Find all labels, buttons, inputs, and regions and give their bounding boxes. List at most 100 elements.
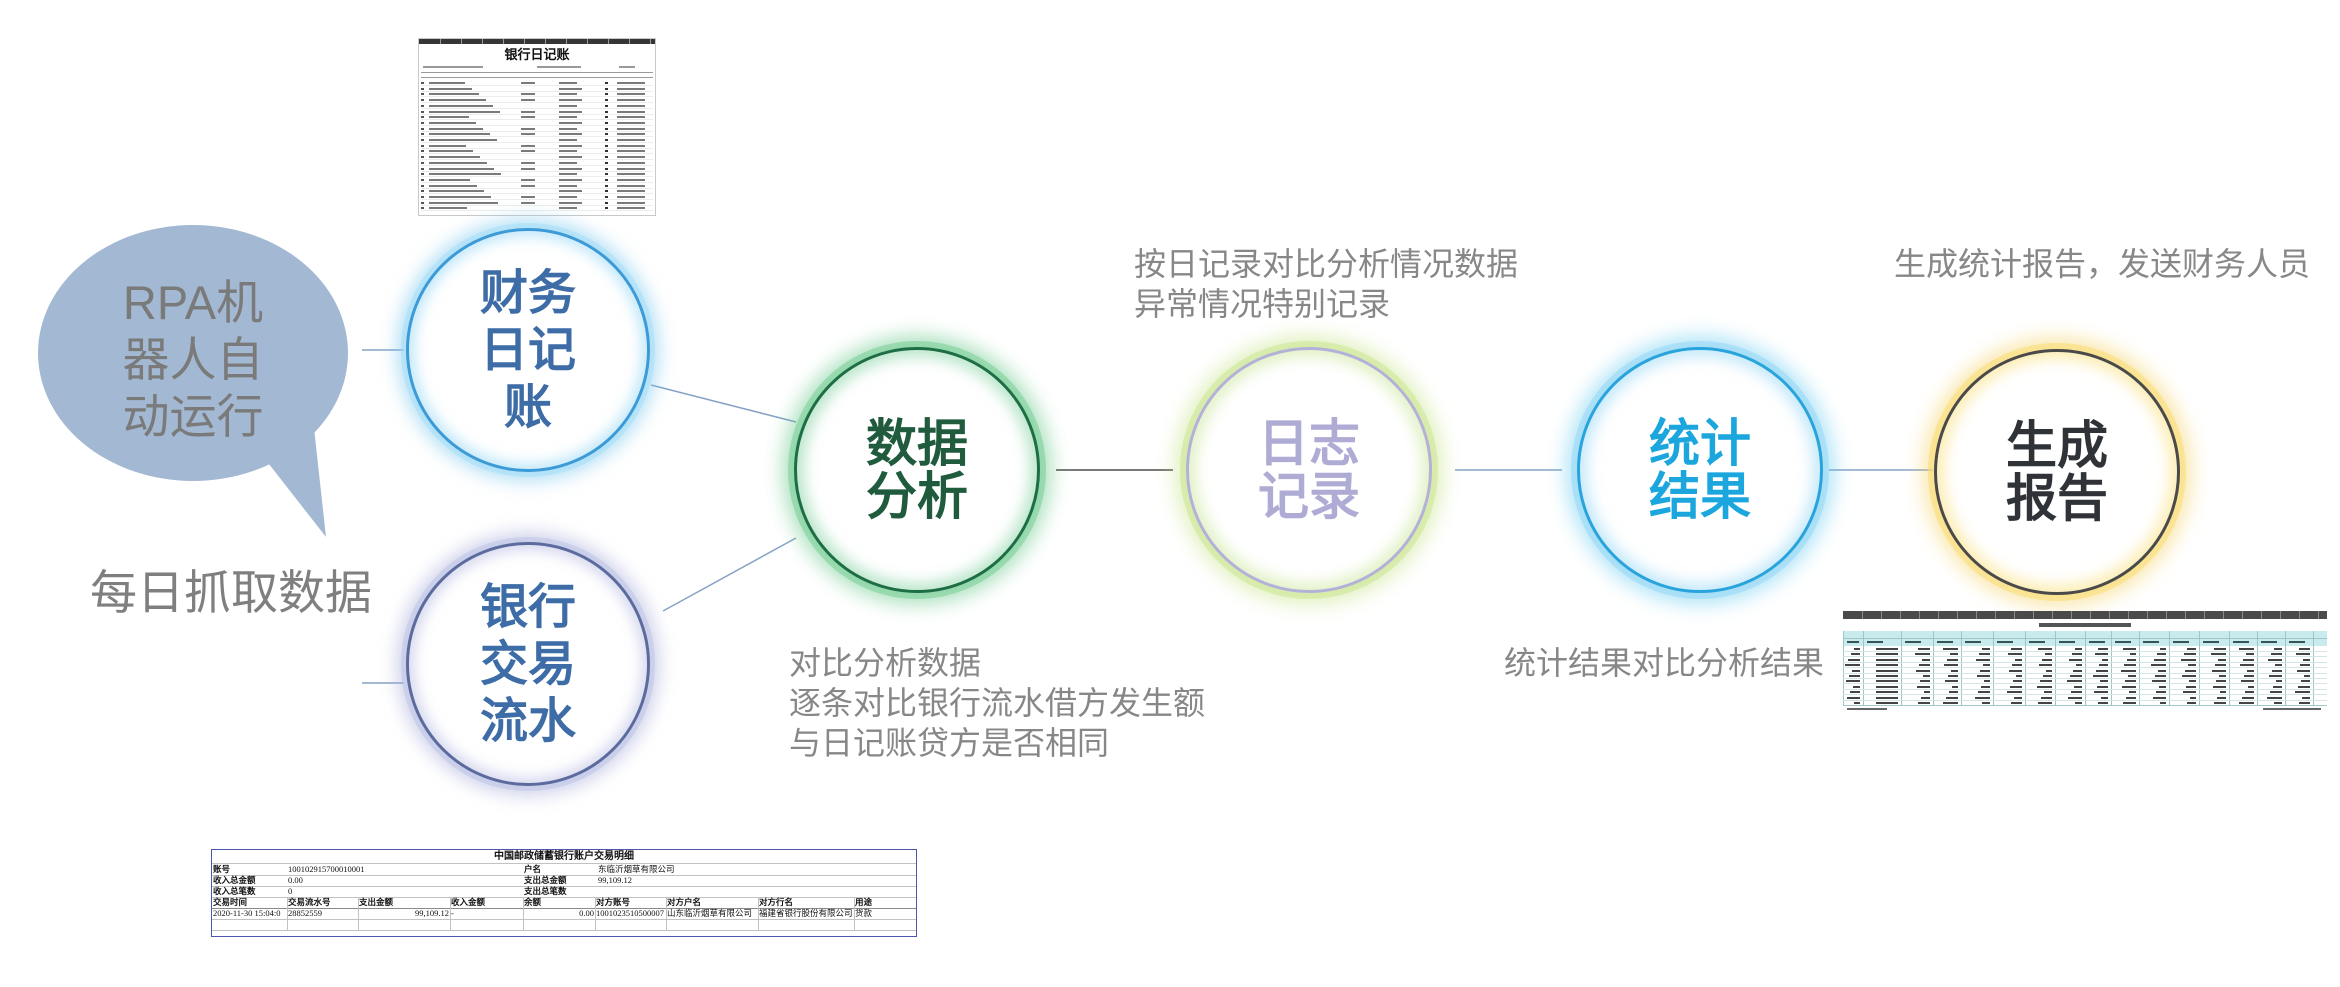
row-category	[521, 161, 535, 164]
sheet-header-divider	[2109, 611, 2110, 619]
speech-bubble-text: RPA机 器人自 动运行	[78, 274, 308, 445]
row-line	[421, 181, 653, 183]
report-cell-value	[1945, 680, 1958, 683]
report-cell-value	[1944, 664, 1958, 667]
row-balance	[617, 201, 645, 204]
report-cell-value	[1984, 680, 1990, 683]
report-header-line	[1843, 638, 2327, 639]
statement-column-divider	[666, 897, 667, 930]
sheet-header-divider	[524, 39, 525, 44]
report-cell-value	[2156, 691, 2166, 694]
report-cell-value	[1982, 648, 1990, 650]
row-balance	[617, 104, 645, 107]
report-cell-value	[2010, 685, 2022, 688]
row-flag	[605, 104, 608, 107]
sheet-header-divider	[2261, 611, 2262, 619]
report-cell-value	[2067, 680, 2082, 683]
connector-bank-flow-to-analysis	[662, 537, 797, 612]
report-cell-value	[1876, 658, 1898, 661]
report-cell-value	[1876, 680, 1898, 683]
journal-sheet-row	[419, 201, 655, 206]
row-balance	[617, 150, 645, 153]
row-category	[521, 144, 535, 147]
report-cell-value	[1950, 653, 1958, 656]
report-cell-value	[2151, 664, 2166, 667]
report-cell-value	[2188, 664, 2196, 667]
sheet-header-divider	[2147, 611, 2148, 619]
row-amount	[559, 93, 577, 96]
node-label-line: 数据	[865, 415, 968, 472]
report-cell-value	[1854, 702, 1860, 704]
row-line	[421, 119, 653, 121]
journal-sheet-row	[419, 81, 655, 86]
report-cell-value	[2274, 648, 2282, 650]
report-cell-value	[1951, 669, 1958, 672]
statement-cell: -	[451, 908, 454, 918]
row-number	[421, 190, 424, 193]
report-cell-value	[2097, 685, 2108, 688]
row-balance	[617, 121, 645, 124]
report-cell-value	[1948, 675, 1958, 677]
report-title-text	[2039, 623, 2131, 627]
report-cell-value	[2298, 685, 2310, 688]
report-header-text	[2289, 641, 2305, 643]
sheet-header-divider	[2242, 611, 2243, 619]
journal-sheet-row	[419, 98, 655, 104]
report-cell-value	[2214, 702, 2226, 704]
sheet-header-divider	[629, 39, 630, 44]
report-cell-value	[2068, 696, 2082, 699]
report-cell-value	[1853, 685, 1860, 688]
row-amount	[559, 87, 582, 90]
report-cell-value	[2184, 653, 2196, 656]
row-flag	[605, 190, 608, 193]
report-header-text	[2261, 641, 2277, 643]
sheet-header-divider	[608, 39, 609, 44]
report-cell-value	[2304, 675, 2310, 677]
report-cell-value	[2045, 653, 2052, 656]
row-number	[421, 173, 424, 176]
row-line	[421, 96, 653, 98]
report-cell-value	[1876, 702, 1898, 704]
report-cell-value	[2272, 669, 2282, 672]
row-amount	[559, 110, 582, 113]
report-cell-value	[2299, 648, 2310, 650]
statement-column-divider	[450, 897, 451, 930]
report-cell-value	[2069, 658, 2082, 661]
row-line	[421, 85, 653, 86]
journal-sheet-row	[419, 121, 655, 126]
row-number	[421, 99, 424, 102]
sheet-header-divider	[2014, 611, 2015, 619]
row-flag	[605, 196, 608, 198]
report-cell-value	[1947, 658, 1958, 661]
report-cell-value	[2239, 702, 2254, 704]
row-balance	[617, 127, 645, 130]
log-note: 按日记录对比分析情况数据 异常情况特别记录	[1134, 244, 1518, 324]
report-cell-value	[2093, 675, 2108, 677]
node-label-line: 生成	[2005, 417, 2108, 474]
row-description	[429, 110, 500, 113]
report-cell-value	[2009, 669, 2022, 672]
summary-report-thumbnail	[1843, 611, 2327, 713]
sheet-header-divider	[2280, 611, 2281, 619]
statement-cell: 山东临沂烟草有限公司	[667, 908, 753, 918]
statement-summary-label: 账号	[213, 864, 231, 874]
row-balance	[617, 178, 645, 181]
row-amount	[559, 121, 582, 124]
report-cell-value	[2096, 669, 2108, 672]
report-cell-value	[2076, 664, 2082, 667]
row-amount	[559, 161, 577, 164]
row-flag	[605, 82, 608, 84]
report-cell-value	[1850, 691, 1860, 694]
sheet-header-divider	[1957, 611, 1958, 619]
report-row-line	[1843, 672, 2327, 674]
report-cell-value	[2016, 675, 2022, 677]
row-description	[429, 116, 469, 119]
row-number	[421, 93, 424, 96]
row-balance	[617, 87, 645, 90]
row-category	[521, 127, 535, 130]
statement-summary-value: 100102915700010001	[288, 864, 365, 874]
report-cell-value	[2015, 658, 2022, 661]
report-cell-value	[1917, 685, 1930, 688]
statement-rule	[212, 875, 916, 876]
row-flag	[605, 133, 608, 136]
